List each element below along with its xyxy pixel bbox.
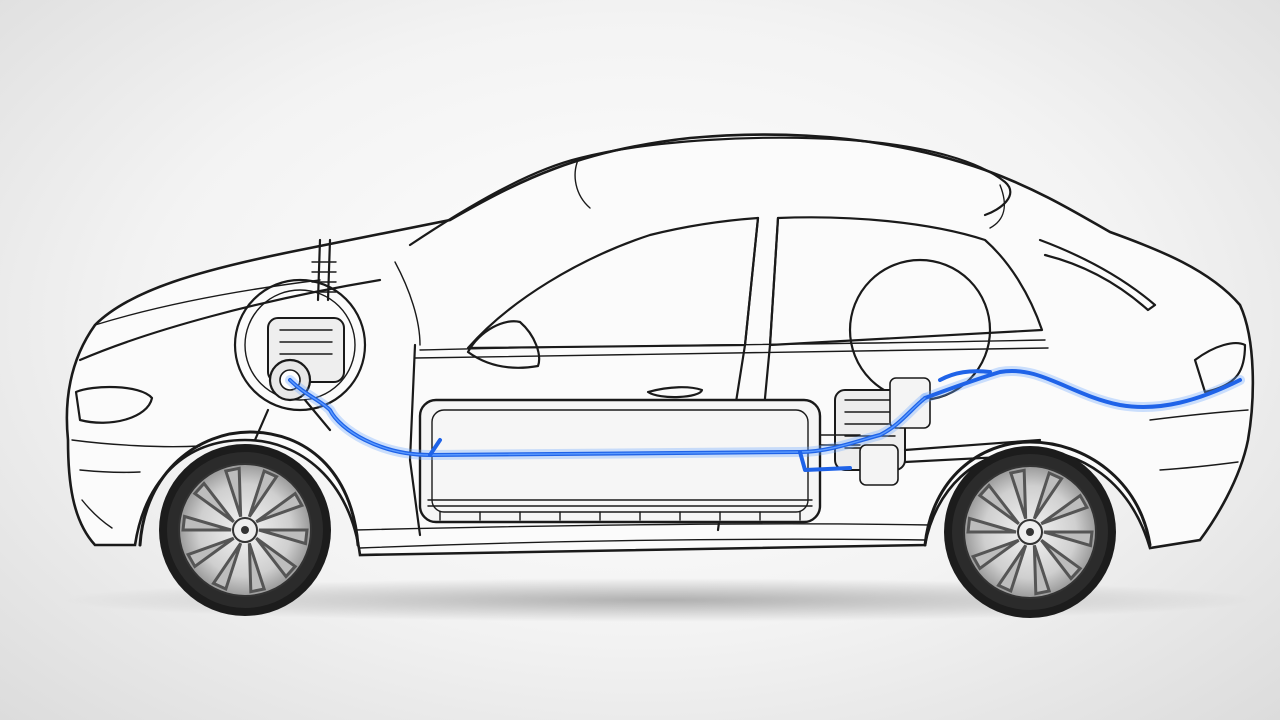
- wheel-spoke: [181, 514, 232, 532]
- door-handle-front: [646, 386, 704, 399]
- wheel-spoke: [255, 491, 305, 524]
- wheel-spoke: [1040, 493, 1090, 526]
- high-voltage-cable: [285, 365, 1245, 472]
- rear-motor: [819, 258, 1042, 486]
- wheel-spoke: [1032, 544, 1052, 596]
- wheel-spoke: [185, 536, 235, 569]
- front-wheel: [159, 444, 331, 616]
- wheel-spoke: [247, 542, 267, 594]
- wheel-spoke: [255, 537, 298, 579]
- ground-shadow: [60, 578, 1260, 622]
- side-mirror: [466, 320, 541, 369]
- wheel-spoke: [970, 538, 1020, 571]
- wheel-spoke: [211, 542, 243, 592]
- wheel-spoke: [1040, 539, 1083, 581]
- wheel-spoke: [258, 528, 309, 546]
- wheel-spoke: [247, 468, 279, 518]
- battery-pack: [418, 398, 822, 524]
- headlight: [74, 385, 154, 424]
- wheel-spoke: [996, 544, 1028, 594]
- wheel-spoke: [1032, 470, 1064, 520]
- wheel-spoke: [223, 466, 243, 518]
- wheel-spoke: [977, 483, 1020, 525]
- wheel-spoke: [192, 481, 235, 523]
- rear-window: [768, 216, 1044, 347]
- rear-wheel: [944, 446, 1116, 618]
- wheel-spoke: [1008, 468, 1028, 520]
- wheel-spoke: [1043, 530, 1094, 548]
- wheel-spoke: [966, 516, 1017, 534]
- front-window: [466, 216, 760, 350]
- car-body: [65, 133, 1255, 557]
